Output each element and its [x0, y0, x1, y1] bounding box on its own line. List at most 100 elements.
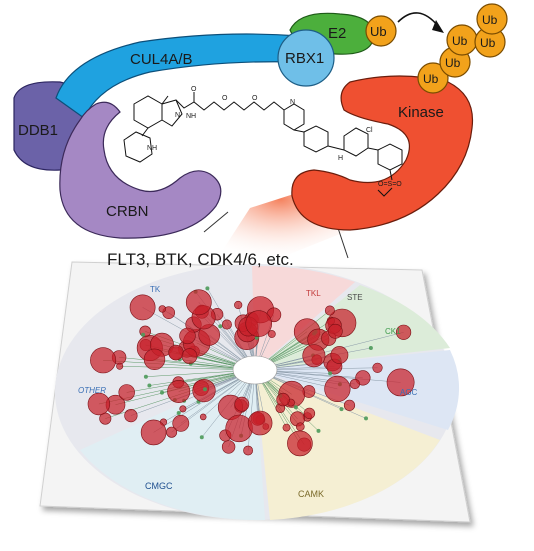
e2-label: E2 — [328, 25, 346, 42]
kinome-node — [245, 310, 273, 337]
kinome-branch — [119, 365, 256, 371]
kinome-node — [247, 410, 273, 436]
phthalimide-benzene — [133, 95, 163, 129]
ub-transfer-arrow — [397, 12, 439, 27]
atom-o-ether-1: O — [222, 95, 228, 102]
kinome-node — [205, 286, 210, 291]
caption-pointer-left — [203, 211, 229, 233]
group-label-tk: TK — [150, 285, 161, 294]
kinome-branch — [207, 288, 256, 371]
kinome-node — [221, 319, 232, 330]
kinome-branch — [119, 357, 256, 371]
kinome-node — [276, 392, 290, 407]
ub-on-e2-label: Ub — [370, 24, 387, 39]
kinome-node — [267, 330, 276, 338]
kinase-label: Kinase — [398, 104, 444, 121]
molecule-atom-labels: N NH NH O O O N Cl H O=S=O — [147, 86, 402, 188]
atom-n-imide: N — [175, 112, 180, 119]
kinome-node — [372, 362, 383, 373]
atom-n-piperazine: N — [290, 99, 295, 106]
ub-on-e2 — [365, 15, 397, 47]
phenyl-ring — [303, 125, 329, 153]
kinome-branch — [103, 360, 256, 371]
kinome-node — [324, 305, 335, 316]
kinome-node — [302, 344, 326, 368]
kinome-node — [295, 422, 305, 432]
atom-nh-glutarimide: NH — [147, 145, 157, 152]
kinome-center — [232, 355, 278, 385]
kinome-node — [328, 371, 333, 376]
group-label-camk: CAMK — [298, 489, 324, 499]
kinome-node — [118, 384, 135, 401]
kinome-node — [199, 413, 207, 421]
rbx1-subunit — [277, 29, 335, 87]
atom-nh-amide: NH — [186, 113, 196, 120]
kinome-node — [124, 409, 138, 423]
group-label-cmgc: CMGC — [145, 481, 173, 491]
kinome-node — [181, 348, 198, 364]
kinome-node — [147, 383, 152, 388]
ddb1-label: DDB1 — [18, 122, 58, 139]
crbn-subunit — [59, 101, 222, 239]
kinome-node — [158, 305, 167, 313]
kinome-node — [343, 399, 356, 411]
kinase-target — [291, 75, 474, 231]
piperazine-ring — [283, 103, 305, 131]
atom-sulfone: O=S=O — [378, 181, 402, 188]
group-label-ck1: CK1 — [385, 327, 401, 336]
kinome-node — [327, 323, 343, 339]
kinome-node — [90, 347, 117, 374]
sulfone-aryl-ring — [377, 143, 403, 171]
kinome-node — [243, 445, 253, 456]
sector-tkl — [252, 265, 355, 370]
ub-chain-1 — [417, 62, 449, 94]
kinome-node — [143, 374, 148, 379]
group-label-other: OTHER — [78, 386, 106, 395]
kinome-node — [234, 396, 250, 412]
rbx1-label: RBX1 — [285, 50, 324, 67]
kinome-nodes — [87, 286, 415, 457]
kinome-node — [293, 405, 298, 410]
kinome-node — [282, 423, 291, 432]
peg-linker — [175, 99, 285, 111]
kinome-node — [172, 414, 190, 432]
ub-chain-4-label: Ub — [480, 36, 496, 50]
kinome-node — [221, 440, 236, 454]
kinome-node — [386, 368, 415, 397]
ub-chain-3-label: Ub — [452, 34, 468, 48]
kinome-node — [368, 346, 373, 350]
target-caption: FLT3, BTK, CDK4/6, etc. — [107, 250, 294, 269]
atom-o-carbonyl: O — [191, 86, 197, 93]
glutarimide-ring — [123, 131, 153, 163]
kinome-node — [330, 346, 349, 364]
group-label-ste: STE — [347, 293, 363, 302]
pyrimidine-ring — [343, 127, 369, 157]
atom-o-ether-2: O — [252, 95, 258, 102]
caption-pointer-right — [337, 227, 349, 259]
atom-h-amine: H — [338, 155, 343, 162]
kinome-node — [324, 375, 351, 403]
crbn-label: CRBN — [106, 203, 149, 220]
group-label-tkl: TKL — [306, 289, 321, 298]
group-label-agc: AGC — [400, 388, 418, 397]
kinome-node — [166, 426, 178, 438]
kinome-node — [234, 300, 243, 310]
kinome-node — [287, 430, 313, 457]
cul4-label: CUL4A/B — [130, 51, 193, 68]
protac-molecule — [123, 92, 403, 197]
kinome-node — [396, 324, 412, 340]
kinome-node — [176, 411, 181, 415]
ub-chain-2-label: Ub — [445, 56, 461, 70]
kinome-node — [168, 344, 184, 361]
ub-chain-1-label: Ub — [423, 72, 439, 86]
kinome-branch — [254, 369, 401, 383]
kinome-card: TK TKL STE CK1 AGC OTHER CMGC CAMK — [39, 261, 471, 523]
ub-transfer-arrowhead — [432, 20, 444, 33]
kinome-node — [143, 348, 166, 370]
kinome-node — [179, 327, 196, 345]
imide-ring — [161, 99, 183, 127]
ub-chain-5 — [476, 3, 508, 35]
kinome-node — [160, 390, 164, 395]
